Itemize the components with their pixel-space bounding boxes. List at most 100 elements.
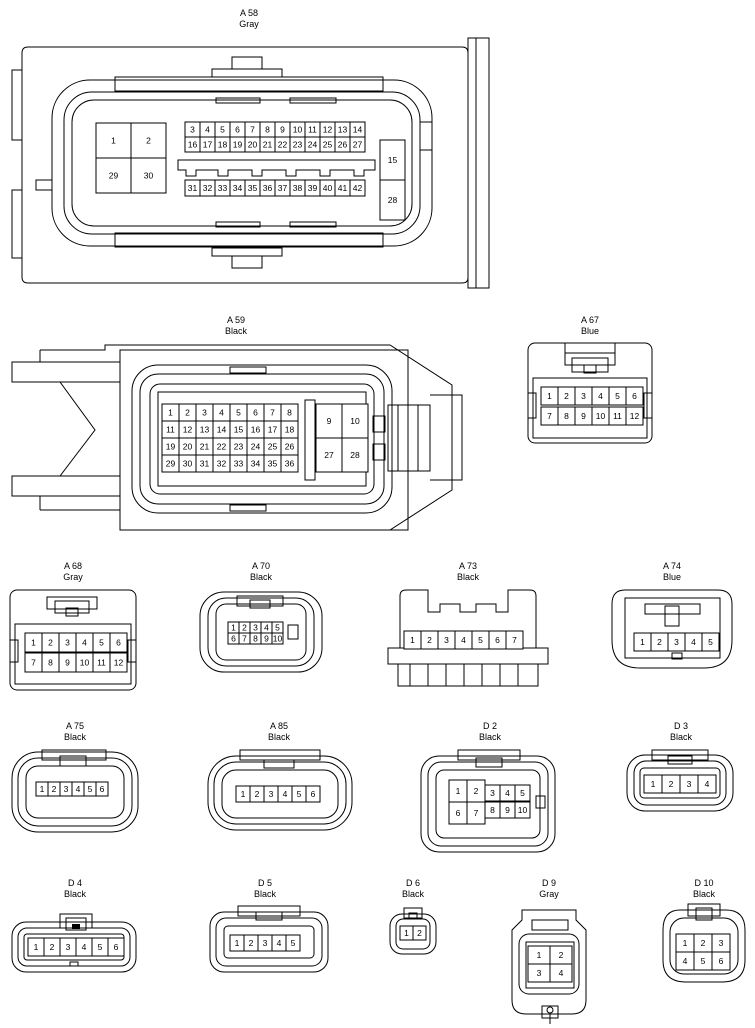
terminal-number: 2 xyxy=(701,938,706,948)
terminal-number: 3 xyxy=(202,408,207,418)
connector-d4-housing xyxy=(11,913,137,973)
terminal-number: 15 xyxy=(234,425,244,435)
terminal-number: 33 xyxy=(218,183,228,193)
terminal-cell xyxy=(697,774,717,794)
connector-color: Black xyxy=(669,732,692,742)
terminal-number: 1 xyxy=(34,942,39,952)
terminal-number: 35 xyxy=(268,459,278,469)
terminal-cell xyxy=(349,179,366,197)
terminal-cell xyxy=(514,801,531,819)
terminal-number: 31 xyxy=(200,459,210,469)
terminal-number: 1 xyxy=(404,928,409,938)
terminal-number: 2 xyxy=(255,789,260,799)
terminal-number: 7 xyxy=(31,658,36,668)
connector-d5-housing xyxy=(209,905,329,973)
terminal-number: 35 xyxy=(248,183,258,193)
terminal-number: 5 xyxy=(99,638,104,648)
terminal-number: 2 xyxy=(242,623,247,633)
connector-color: Black xyxy=(692,889,715,899)
connector-d3-housing xyxy=(626,749,734,812)
terminal-number: 3 xyxy=(537,968,542,978)
terminal-number: 5 xyxy=(98,942,103,952)
terminal-number: 18 xyxy=(285,425,295,435)
terminal-number: 6 xyxy=(231,634,236,644)
connector-id: A 74 xyxy=(662,561,682,571)
terminal-cell xyxy=(109,632,128,653)
terminal-number: 6 xyxy=(253,408,258,418)
terminal-cell xyxy=(280,454,299,473)
connector-id: A 59 xyxy=(226,315,246,325)
terminal-number: 19 xyxy=(233,140,243,150)
terminal-number: 3 xyxy=(581,391,586,401)
terminal-number: 17 xyxy=(203,140,213,150)
terminal-number: 1 xyxy=(640,637,645,647)
terminal-number: 2 xyxy=(146,136,151,146)
terminal-number: 23 xyxy=(293,140,303,150)
terminal-number: 22 xyxy=(217,442,227,452)
terminal-number: 25 xyxy=(323,140,333,150)
connector-id: D 5 xyxy=(257,878,272,888)
terminal-number: 17 xyxy=(268,425,278,435)
terminal-number: 10 xyxy=(596,411,606,421)
terminal-number: 33 xyxy=(234,459,244,469)
terminal-number: 6 xyxy=(495,635,500,645)
terminal-number: 10 xyxy=(80,658,90,668)
terminal-number: 4 xyxy=(277,938,282,948)
terminal-number: 4 xyxy=(461,635,466,645)
terminal-number: 4 xyxy=(76,784,81,794)
terminal-number: 30 xyxy=(144,171,154,181)
terminal-number: 28 xyxy=(350,450,360,460)
terminal-number: 42 xyxy=(353,183,363,193)
terminal-number: 29 xyxy=(166,459,176,469)
terminal-number: 6 xyxy=(114,942,119,952)
connector-a74-housing xyxy=(611,589,733,669)
connector-a68-housing xyxy=(9,589,137,691)
terminal-number: 8 xyxy=(253,634,258,644)
terminal-cell xyxy=(412,925,427,941)
terminal-number: 14 xyxy=(217,425,227,435)
terminal-number: 4 xyxy=(283,789,288,799)
terminal-number: 9 xyxy=(280,125,285,135)
terminal-number: 9 xyxy=(581,411,586,421)
terminal-cell xyxy=(711,951,731,971)
connector-a75-housing xyxy=(11,749,139,833)
terminal-number: 4 xyxy=(219,408,224,418)
terminal-number: 3 xyxy=(190,125,195,135)
connector-color: Black xyxy=(63,732,86,742)
connector-color: Black xyxy=(249,572,272,582)
terminal-number: 9 xyxy=(327,416,332,426)
terminal-number: 3 xyxy=(263,938,268,948)
terminal-number: 20 xyxy=(248,140,258,150)
terminal-number: 3 xyxy=(444,635,449,645)
terminal-cell xyxy=(625,386,644,406)
connector-color: Gray xyxy=(239,19,259,29)
terminal-cell xyxy=(271,632,284,645)
terminal-number: 5 xyxy=(297,789,302,799)
terminal-number: 2 xyxy=(559,950,564,960)
terminal-number: 9 xyxy=(505,805,510,815)
terminal-number: 8 xyxy=(265,125,270,135)
terminal-number: 6 xyxy=(456,808,461,818)
terminal-number: 12 xyxy=(630,411,640,421)
terminal-number: 5 xyxy=(88,784,93,794)
terminal-number: 27 xyxy=(324,450,334,460)
terminal-number: 10 xyxy=(350,416,360,426)
terminal-number: 28 xyxy=(388,195,398,205)
terminal-number: 37 xyxy=(278,183,288,193)
connector-color: Blue xyxy=(662,572,681,582)
terminal-cell xyxy=(95,781,109,797)
terminal-number: 2 xyxy=(669,779,674,789)
terminal-number: 7 xyxy=(242,634,247,644)
terminal-number: 2 xyxy=(52,784,57,794)
terminal-number: 11 xyxy=(613,411,622,421)
terminal-number: 6 xyxy=(311,789,316,799)
terminal-number: 5 xyxy=(708,637,713,647)
terminal-number: 18 xyxy=(218,140,228,150)
